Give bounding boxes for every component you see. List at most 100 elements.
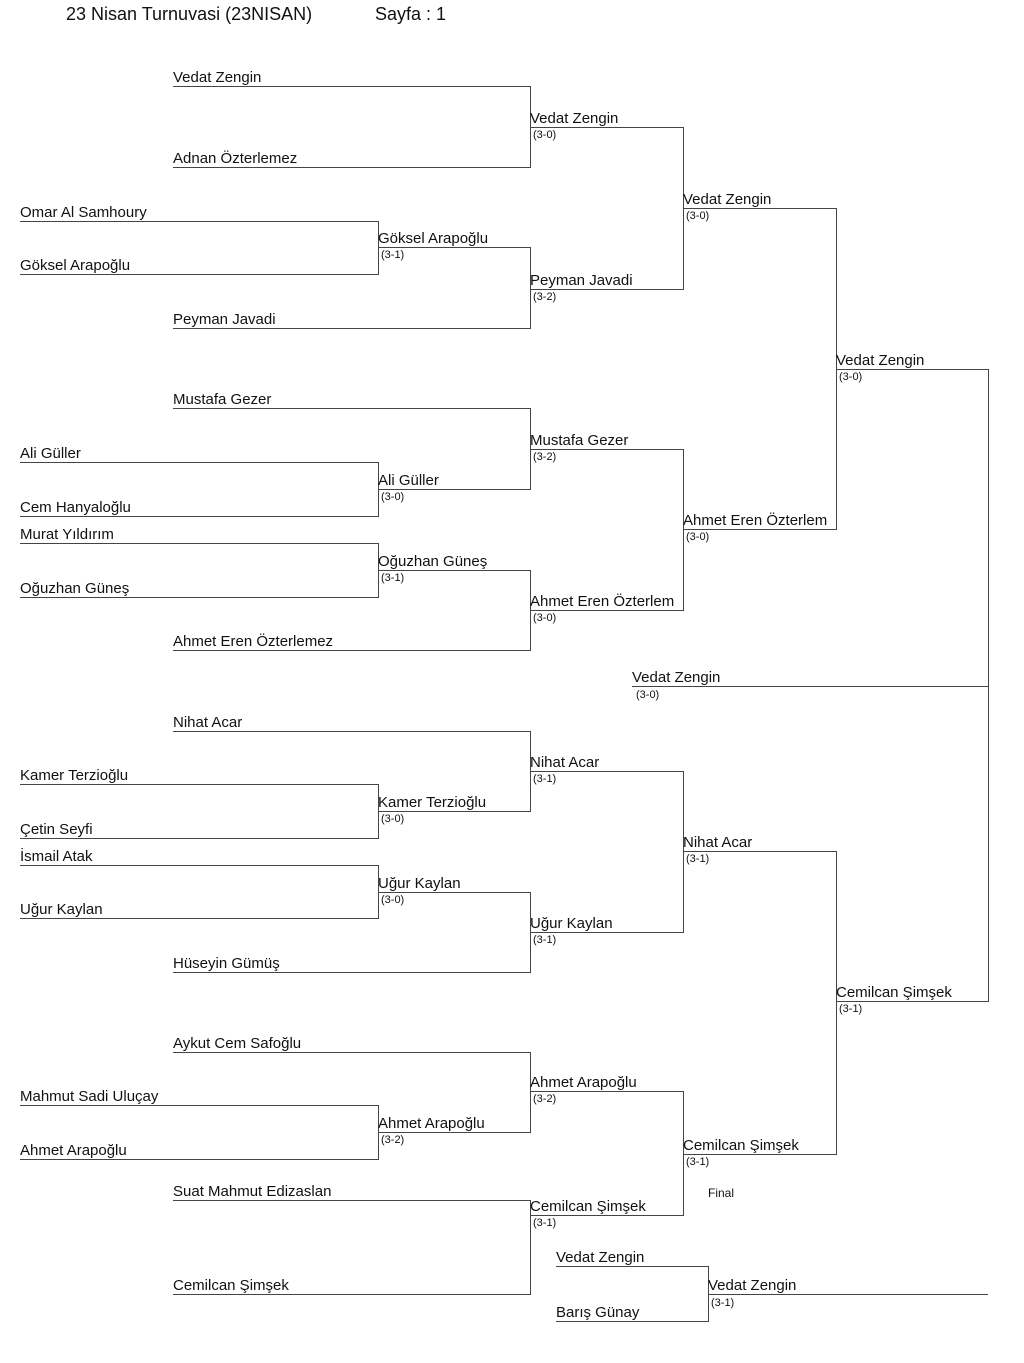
bracket-line [20, 838, 378, 839]
player-name: Ahmet Arapoğlu [530, 1074, 637, 1091]
bracket-line [20, 543, 378, 544]
match-score: (3-2) [533, 451, 557, 463]
player-name: Mahmut Sadi Uluçay [20, 1088, 159, 1105]
bracket-line [556, 1266, 708, 1267]
bracket-line [20, 1159, 378, 1160]
player-name: Uğur Kaylan [378, 875, 461, 892]
player-name: Çetin Seyfi [20, 821, 93, 838]
final-winner-name: Vedat Zengin [708, 1277, 797, 1294]
player-name: Murat Yıldırım [20, 526, 114, 543]
player-name: Göksel Arapoğlu [20, 257, 131, 274]
bracket-line [378, 1132, 530, 1133]
bracket-line [378, 247, 530, 248]
player-name: Vedat Zengin [836, 352, 925, 369]
winner-score: (3-0) [636, 689, 660, 701]
bracket-line [20, 865, 378, 866]
bracket-line [530, 771, 683, 772]
match-score: (3-0) [381, 894, 405, 906]
player-name: Peyman Javadi [530, 272, 633, 289]
player-name: Cemilcan Şimşek [530, 1198, 646, 1215]
bracket-line [173, 167, 530, 168]
player-name: Mustafa Gezer [530, 432, 629, 449]
bracket-connector [530, 1052, 531, 1133]
bracket-line [683, 208, 836, 209]
bracket-line [683, 529, 836, 530]
bracket-line [20, 221, 378, 222]
player-name: Vedat Zengin [556, 1249, 645, 1266]
bracket-line [173, 731, 530, 732]
bracket-line [173, 1052, 530, 1053]
match-score: (3-0) [381, 813, 405, 825]
match-score: (3-0) [533, 612, 557, 624]
bracket-line [173, 408, 530, 409]
bracket-line [173, 1294, 530, 1295]
player-name: Nihat Acar [173, 714, 243, 731]
bracket-line [173, 328, 530, 329]
player-name: Cemilcan Şimşek [173, 1277, 289, 1294]
match-score: (3-0) [533, 129, 557, 141]
player-name: Cem Hanyaloğlu [20, 499, 131, 516]
final-label: Final [708, 1186, 735, 1200]
match-score: (3-1) [533, 773, 557, 785]
match-score: (3-1) [533, 934, 557, 946]
player-name: Omar Al Samhoury [20, 204, 147, 221]
bracket-line [530, 610, 683, 611]
bracket-line [378, 570, 530, 571]
bracket-line [530, 127, 683, 128]
match-score: (3-0) [686, 210, 710, 222]
player-name: Oğuzhan Güneş [20, 580, 130, 597]
bracket-line [530, 289, 683, 290]
bracket-line [530, 932, 683, 933]
player-name: Cemilcan Şimşek [836, 984, 952, 1001]
bracket-line [836, 369, 988, 370]
match-score: (3-0) [839, 371, 863, 383]
player-name: Vedat Zengin [530, 110, 619, 127]
player-name: Vedat Zengin [173, 69, 262, 86]
player-name: Adnan Özterlemez [173, 150, 298, 167]
bracket-line [708, 1294, 988, 1295]
bracket-line [20, 784, 378, 785]
match-score: (3-1) [381, 572, 405, 584]
player-name: Mustafa Gezer [173, 391, 272, 408]
bracket-line [556, 1321, 708, 1322]
bracket-line [683, 1154, 836, 1155]
player-name: Suat Mahmut Edizaslan [173, 1183, 332, 1200]
player-name: Peyman Javadi [173, 311, 276, 328]
bracket-connector [530, 247, 531, 329]
player-name: Göksel Arapoğlu [378, 230, 489, 247]
player-name: Hüseyin Gümüş [173, 955, 280, 972]
bracket-line [20, 597, 378, 598]
player-name: Ahmet Arapoğlu [378, 1115, 485, 1132]
player-name: Nihat Acar [683, 834, 753, 851]
match-score: (3-1) [686, 1156, 710, 1168]
match-score: (3-1) [533, 1217, 557, 1229]
match-score: (3-2) [533, 291, 557, 303]
match-score: (3-1) [381, 249, 405, 261]
bracket-line [530, 449, 683, 450]
bracket-line [173, 86, 530, 87]
bracket-line [173, 1200, 530, 1201]
bracket-line [173, 972, 530, 973]
bracket-connector [530, 1200, 531, 1295]
final-winner-score: (3-1) [711, 1297, 735, 1309]
bracket-line [632, 686, 988, 687]
player-name: Kamer Terzioğlu [378, 794, 487, 811]
player-name: Ahmet Eren Özterlemez [173, 633, 334, 650]
player-name: Oğuzhan Güneş [378, 553, 488, 570]
match-score: (3-1) [686, 853, 710, 865]
player-name: Ahmet Eren Özterlem [683, 512, 828, 529]
match-score: (3-2) [533, 1093, 557, 1105]
bracket-line [836, 1001, 988, 1002]
bracket-line [173, 650, 530, 651]
bracket-line [530, 1091, 683, 1092]
player-name: Uğur Kaylan [530, 915, 613, 932]
player-name: Nihat Acar [530, 754, 600, 771]
match-score: (3-1) [839, 1003, 863, 1015]
bracket-connector [378, 221, 379, 275]
bracket-line [20, 1105, 378, 1106]
player-name: Barış Günay [556, 1304, 640, 1321]
player-name: Ali Güller [378, 472, 439, 489]
tournament-title: 23 Nisan Turnuvasi (23NISAN) [66, 4, 313, 24]
match-score: (3-0) [381, 491, 405, 503]
